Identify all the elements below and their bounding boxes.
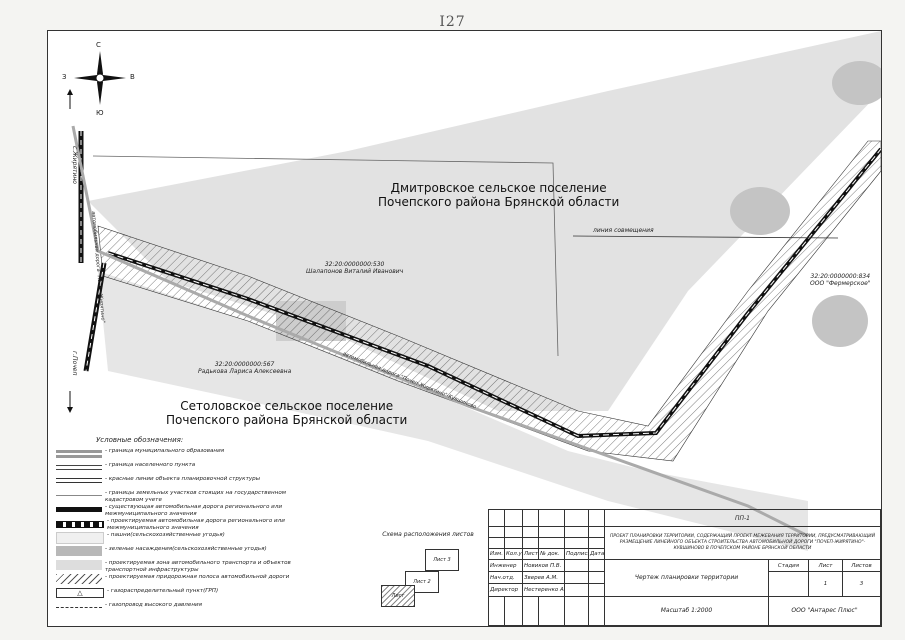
role-cell: Инженер bbox=[488, 559, 523, 573]
legend-item: △- газораспределительный пункт(ГРП) bbox=[56, 588, 296, 602]
name-cell: Зверев А.М. bbox=[522, 571, 565, 585]
role-cell: Нач.отд. bbox=[488, 571, 523, 585]
parcel-label: 32:20:0000000:530 Шалапонов Виталий Иван… bbox=[306, 261, 404, 275]
region-north-line1: Дмитровское сельское поселение bbox=[390, 181, 607, 195]
green-patch bbox=[812, 295, 868, 347]
legend-item: - границы земельных участков стоящих на … bbox=[56, 490, 296, 504]
match-line bbox=[572, 235, 839, 239]
compass-west-label: З bbox=[62, 73, 67, 81]
green-patch bbox=[832, 61, 881, 105]
scale: Масштаб 1:2000 bbox=[604, 595, 769, 626]
field-area-south bbox=[98, 271, 808, 551]
road-existing-axis bbox=[85, 262, 105, 372]
header-cell: Кол.уч. bbox=[504, 548, 523, 561]
drawing-title: Чертеж планировки территории bbox=[604, 559, 769, 597]
sheets-value: 3 bbox=[841, 571, 881, 597]
company: ООО "Антарес Плюс" bbox=[767, 595, 881, 626]
direction-pochep: г.Почеп bbox=[71, 351, 78, 376]
sheets-label: Листов bbox=[841, 559, 881, 573]
sheet-box-current: Лист bbox=[381, 585, 415, 607]
project-name: ПРОЕКТ ПЛАНИРОВКИ ТЕРРИТОРИИ, СОДЕРЖАЩИЙ… bbox=[604, 526, 881, 561]
legend-item: - граница муниципального образования bbox=[56, 448, 296, 462]
role-cell: Директор bbox=[488, 583, 523, 597]
sheet-box: Лист 3 bbox=[425, 549, 459, 571]
title-block: ПП-1 ПРОЕКТ ПЛАНИРОВКИ ТЕРРИТОРИИ, СОДЕР… bbox=[488, 508, 881, 626]
legend-item: - проектируемая придорожная полоса автом… bbox=[56, 574, 296, 588]
header-cell: Подпись bbox=[564, 548, 589, 561]
region-north-name: Дмитровское сельское поселение Почепског… bbox=[378, 181, 619, 209]
legend-item: - граница населенного пункта bbox=[56, 462, 296, 476]
stage-label: Стадия bbox=[767, 559, 809, 573]
drawing-frame: С Ю З В с.Жирятино г.Почеп автомобильная… bbox=[47, 30, 882, 627]
road-axis bbox=[107, 148, 881, 437]
roadside-strip bbox=[97, 140, 881, 462]
header-cell: № док. bbox=[538, 548, 565, 561]
legend-item: - пашни(сельскохозяйственные угодья) bbox=[56, 532, 296, 546]
sheet-label: Лист bbox=[807, 559, 843, 573]
region-north-line2: Почепского района Брянской области bbox=[378, 195, 620, 209]
header-cell: Дата bbox=[588, 548, 605, 561]
parcel-label: 32:20:0000000:567 Радькова Лариса Алексе… bbox=[198, 361, 292, 375]
legend-item: - красные линии объекта планировочной ст… bbox=[56, 476, 296, 490]
legend-item: - зеленые насаждения(сельскохозяйственны… bbox=[56, 546, 296, 560]
legend-item: - газопровод высокого давления bbox=[56, 602, 296, 616]
parcel-label: 32:20:0000000:834 ООО "Фермерское" bbox=[810, 273, 871, 287]
region-south-line1: Сетоловское сельское поселение bbox=[180, 399, 394, 413]
compass-south-label: Ю bbox=[96, 109, 104, 117]
sheet-value: 1 bbox=[807, 571, 843, 597]
legend-item: - существующая автомобильная дорога реги… bbox=[56, 504, 296, 518]
sheet-scheme: Схема расположения листов Лист 3 Лист 2 … bbox=[373, 531, 483, 621]
region-south-name: Сетоловское сельское поселение Почепског… bbox=[166, 399, 407, 427]
green-patch bbox=[730, 187, 790, 235]
header-cell: Лист bbox=[522, 548, 539, 561]
legend-item: - проектируемая автомобильная дорога рег… bbox=[56, 518, 296, 532]
map-canvas bbox=[67, 31, 881, 551]
compass-rose bbox=[74, 51, 126, 105]
sheet-scheme-title: Схема расположения листов bbox=[382, 531, 474, 538]
header-cell: Изм. bbox=[488, 548, 505, 561]
legend: Условные обозначения: - граница муниципа… bbox=[56, 436, 296, 616]
settlement-boundary bbox=[92, 155, 559, 357]
region-south-line2: Почепского района Брянской области bbox=[166, 413, 408, 427]
legend-item: - проектируемая зона автомобильного тран… bbox=[56, 560, 296, 574]
page-number: I27 bbox=[439, 14, 466, 30]
name-cell: Нестеренко А.А. bbox=[522, 583, 565, 597]
gas-point-icon: △ bbox=[56, 588, 104, 598]
compass-east-label: В bbox=[130, 73, 135, 81]
match-line-label: линия совмещения bbox=[593, 227, 654, 234]
direction-zhiryatino: с.Жирятино bbox=[71, 146, 78, 184]
legend-title: Условные обозначения: bbox=[96, 436, 184, 444]
municipal-boundary bbox=[71, 125, 809, 538]
name-cell: Новиков П.В. bbox=[522, 559, 565, 573]
compass-north-label: С bbox=[96, 41, 101, 49]
drawing-code: ПП-1 bbox=[604, 508, 881, 528]
